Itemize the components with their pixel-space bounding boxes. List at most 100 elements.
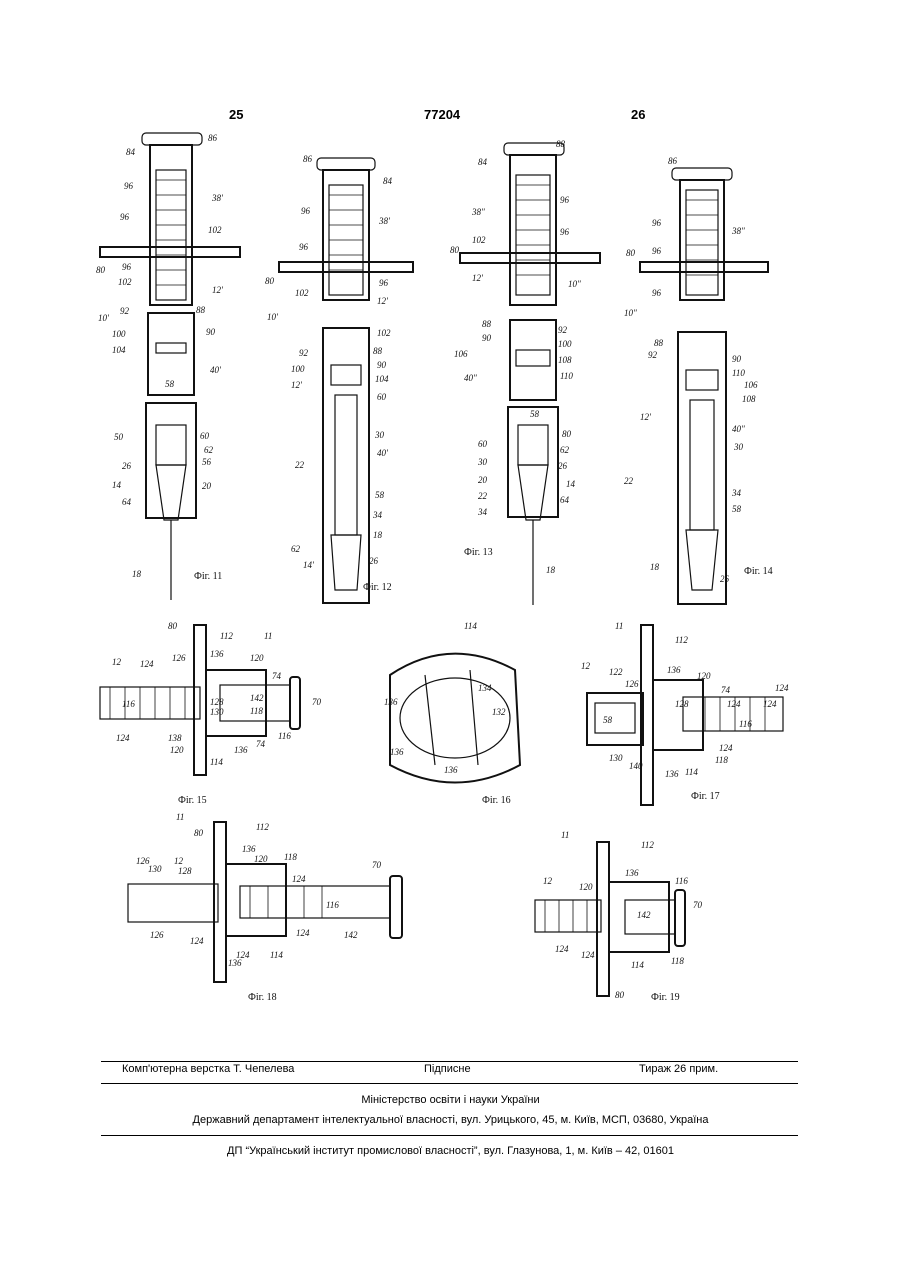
fig13-label: 18 <box>546 565 556 575</box>
fig14-label: 110 <box>732 368 745 378</box>
figure-18: 11 80 112 136 126 12 120 118 130 128 124… <box>120 812 420 1007</box>
fig11-label: 100 <box>112 329 126 339</box>
fig11-label: 88 <box>196 305 206 315</box>
fig13-label: 100 <box>558 339 572 349</box>
fig14-label: 88 <box>654 338 664 348</box>
fig14-label: 90 <box>732 354 742 364</box>
fig13-label: 90 <box>482 333 492 343</box>
fig12-label: 88 <box>373 346 383 356</box>
page-number-left: 25 <box>229 107 243 122</box>
fig15-label: 80 <box>168 621 178 631</box>
fig19-label: 118 <box>671 956 684 966</box>
fig11-label: 12' <box>212 285 224 295</box>
fig15-label: 124 <box>140 659 154 669</box>
fig12-label: 84 <box>383 176 393 186</box>
fig12-label: 12' <box>377 296 389 306</box>
fig11-label: 64 <box>122 497 132 507</box>
figure-16: 114 136 134 132 136 136 Фіг. 16 <box>350 615 550 810</box>
fig13-label: 88 <box>556 139 566 149</box>
fig16-label: 136 <box>444 765 458 775</box>
fig11-label: 18 <box>132 569 142 579</box>
fig16-label: 136 <box>390 747 404 757</box>
fig15-label: 74 <box>272 671 282 681</box>
fig18-label: 126 <box>150 930 164 940</box>
fig13-label: 20 <box>478 475 488 485</box>
fig18-caption: Фіг. 18 <box>248 992 277 1003</box>
fig12-label: 102 <box>295 288 309 298</box>
fig12-label: 14' <box>303 560 315 570</box>
department-address: Державний департамент інтелектуальної вл… <box>0 1114 901 1126</box>
fig13-label: 84 <box>478 157 488 167</box>
fig17-caption: Фіг. 17 <box>691 791 720 802</box>
fig13-label: 64 <box>560 495 570 505</box>
fig19-label: 70 <box>693 900 703 910</box>
fig15-label: 130 <box>210 707 224 717</box>
fig17-label: 118 <box>715 755 728 765</box>
fig14-label: 26 <box>720 574 730 584</box>
fig12-label: 90 <box>377 360 387 370</box>
fig14-label: 108 <box>742 394 756 404</box>
fig19-label: 116 <box>675 876 688 886</box>
fig11-label: 90 <box>206 327 216 337</box>
fig16-label: 132 <box>492 707 506 717</box>
fig17-label: 74 <box>721 685 731 695</box>
fig13-label: 38" <box>471 207 485 217</box>
fig12-label: 18 <box>373 530 383 540</box>
circulation-note: Тираж 26 прим. <box>639 1063 718 1075</box>
fig14-label: 40" <box>732 424 745 434</box>
fig12-label: 34 <box>372 510 383 520</box>
fig16-caption: Фіг. 16 <box>482 795 511 806</box>
fig18-label: 130 <box>148 864 162 874</box>
fig14-label: 92 <box>648 350 658 360</box>
typesetting-credit: Комп'ютерна верстка Т. Чепелева <box>122 1063 294 1075</box>
fig15-label: 142 <box>250 693 264 703</box>
fig13-label: 10" <box>568 279 581 289</box>
fig15-label: 116 <box>278 731 291 741</box>
fig15-label: 128 <box>210 697 224 707</box>
fig11-label: 96 <box>124 181 134 191</box>
fig18-label: 12 <box>174 856 184 866</box>
fig11-label: 96 <box>122 262 132 272</box>
footer-rule-middle <box>101 1083 798 1084</box>
fig15-label: 116 <box>122 699 135 709</box>
fig15-label: 136 <box>234 745 248 755</box>
fig18-label: 70 <box>372 860 382 870</box>
fig12-label: 60 <box>377 392 387 402</box>
fig14-label: 96 <box>652 218 662 228</box>
fig15-label: 11 <box>264 631 272 641</box>
fig12-label: 22 <box>295 460 305 470</box>
footer-rule-top <box>101 1061 798 1062</box>
fig13-label: 110 <box>560 371 573 381</box>
fig13-label: 96 <box>560 227 570 237</box>
fig19-label: 124 <box>555 944 569 954</box>
fig18-label: 128 <box>178 866 192 876</box>
fig17-label: 124 <box>727 699 741 709</box>
fig12-label: 58 <box>375 490 385 500</box>
fig18-label: 120 <box>254 854 268 864</box>
figure-12: 86 84 96 38' 96 80 96 12' 102 10' 102 92… <box>265 150 420 610</box>
fig18-label: 118 <box>284 852 297 862</box>
fig17-label: 140 <box>629 761 643 771</box>
fig14-label: 34 <box>731 488 742 498</box>
fig11-label: 92 <box>120 306 130 316</box>
fig17-label: 58 <box>603 715 613 725</box>
fig17-label: 136 <box>665 769 679 779</box>
fig11-label: 96 <box>120 212 130 222</box>
fig14-label: 96 <box>652 246 662 256</box>
fig13-label: 58 <box>530 409 540 419</box>
fig12-label: 62 <box>291 544 301 554</box>
fig11-label: 104 <box>112 345 126 355</box>
fig15-label: 136 <box>210 649 224 659</box>
footer-rule-bottom <box>101 1135 798 1136</box>
fig13-label: 96 <box>560 195 570 205</box>
fig12-label: 96 <box>301 206 311 216</box>
fig14-label: 58 <box>732 504 742 514</box>
fig16-label: 114 <box>464 621 477 631</box>
fig11-label: 50 <box>114 432 124 442</box>
figure-17: 11 112 12 122 126 136 120 74 58 128 124 … <box>575 615 800 810</box>
fig12-label: 12' <box>291 380 303 390</box>
fig17-label: 126 <box>625 679 639 689</box>
fig15-label: 138 <box>168 733 182 743</box>
fig13-label: 40" <box>464 373 477 383</box>
fig12-label: 86 <box>303 154 313 164</box>
